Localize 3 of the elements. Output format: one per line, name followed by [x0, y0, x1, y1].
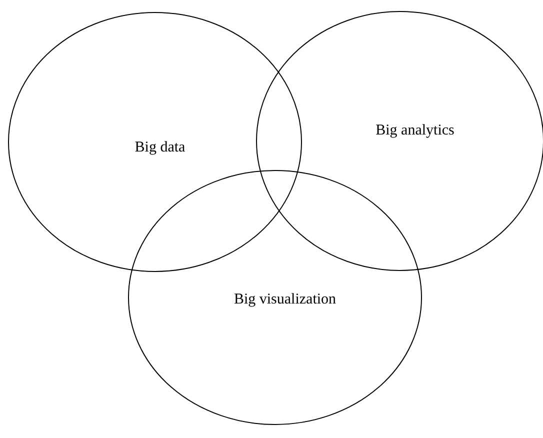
set-label: Big analytics: [375, 122, 455, 140]
set-label: Big visualization: [232, 290, 338, 310]
set-label: Big data: [134, 138, 186, 158]
